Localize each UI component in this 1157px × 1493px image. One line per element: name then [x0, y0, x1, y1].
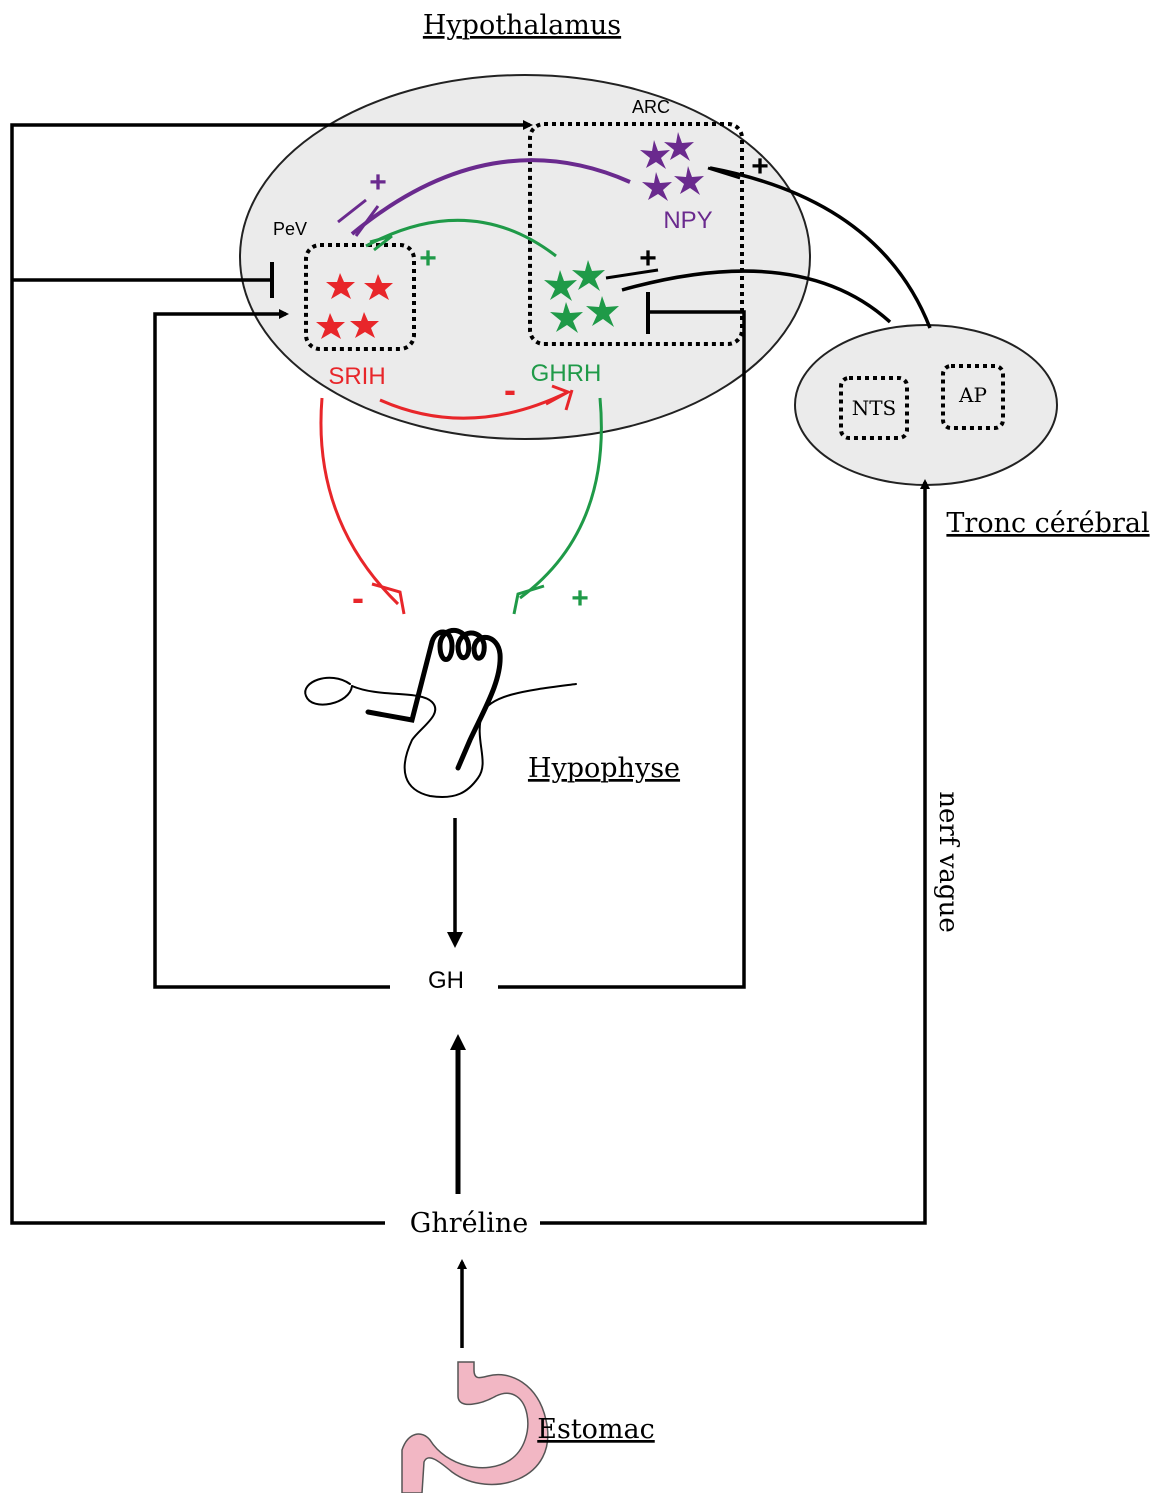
sign-brainstem-to-npy: + [751, 150, 769, 183]
brainstem-to-npy-path [709, 166, 932, 329]
brainstem-label: Tronc cérébral [946, 508, 1149, 539]
ghrh-neuron [544, 270, 577, 301]
ap-label: AP [958, 383, 987, 407]
nts-label: NTS [852, 396, 897, 420]
ghreline-to-arc-path [10, 120, 533, 1225]
hypothalamus-label: Hypothalamus [423, 10, 621, 41]
gh-label: GH [428, 967, 464, 994]
pev-label: PeV [273, 219, 307, 239]
npy-neuron [642, 172, 672, 201]
srih-to-ghrh-link [379, 390, 569, 420]
npy-neuron [640, 140, 670, 169]
pituitary-label: Hypophyse [528, 753, 680, 784]
ghrh-neuron [586, 296, 619, 327]
npy-to-pev-arrowhead [337, 198, 380, 237]
ghrh-neuron [550, 302, 583, 333]
srih-neuron [350, 312, 379, 338]
ghrh-label: GHRH [531, 360, 602, 387]
npy-neurons [640, 132, 704, 201]
npy-label: NPY [663, 207, 712, 234]
srih-label: SRIH [328, 363, 385, 390]
ghrh-to-srih-arrowhead [369, 234, 393, 252]
brainstem-to-npy-bar [707, 166, 741, 180]
srih-neurons [316, 273, 393, 339]
pituitary-drawing [304, 628, 577, 798]
stomach-icon [401, 1361, 549, 1493]
arc-label: ARC [632, 97, 670, 117]
ghrh-neuron [572, 260, 605, 291]
stomach-label: Estomac [537, 1414, 655, 1445]
srih-neuron [326, 273, 355, 299]
npy-neuron [674, 166, 704, 195]
nts-nucleus-box [839, 376, 909, 440]
srih-neuron [316, 313, 345, 339]
ghrh-to-srih-link [365, 218, 557, 258]
vagus-nerve-label: nerf vague [933, 791, 963, 932]
sign-srih-to-ghrh: - [504, 369, 516, 410]
srih-to-pituitary-arrowhead [371, 582, 406, 615]
brainstem-to-ghrh-path [621, 269, 892, 324]
ghrh-to-pituitary-arrowhead [512, 584, 545, 615]
sign-srih-to-pituitary: - [352, 577, 364, 618]
ghrh-to-pituitary-link [519, 397, 603, 600]
ap-nucleus-box [941, 364, 1005, 430]
hypothalamus-region [239, 74, 811, 440]
sign-ghrh-to-srih: + [419, 242, 437, 275]
sign-brainstem-to-ghrh: + [639, 242, 657, 275]
npy-neuron [664, 132, 694, 161]
gh-inhibits-arc-path [498, 310, 746, 989]
srih-to-pituitary-link [319, 397, 400, 606]
srih-to-ghrh-arrowhead [545, 384, 574, 411]
ghreline-label: Ghréline [410, 1208, 528, 1239]
npy-to-pev-link [350, 158, 631, 236]
arc-nucleus-box [528, 122, 744, 346]
gh-to-pev-feedback-path [153, 309, 390, 989]
ghreline-to-brainstem-path [540, 479, 930, 1225]
pev-nucleus-box [304, 243, 416, 351]
sign-ghrh-to-pituitary: + [571, 582, 589, 615]
ghrh-neurons [544, 260, 619, 333]
srih-neuron [364, 274, 393, 300]
brainstem-region [794, 324, 1058, 486]
brainstem-to-ghrh-bar [605, 268, 659, 280]
sign-npy-to-pev: + [369, 166, 387, 199]
